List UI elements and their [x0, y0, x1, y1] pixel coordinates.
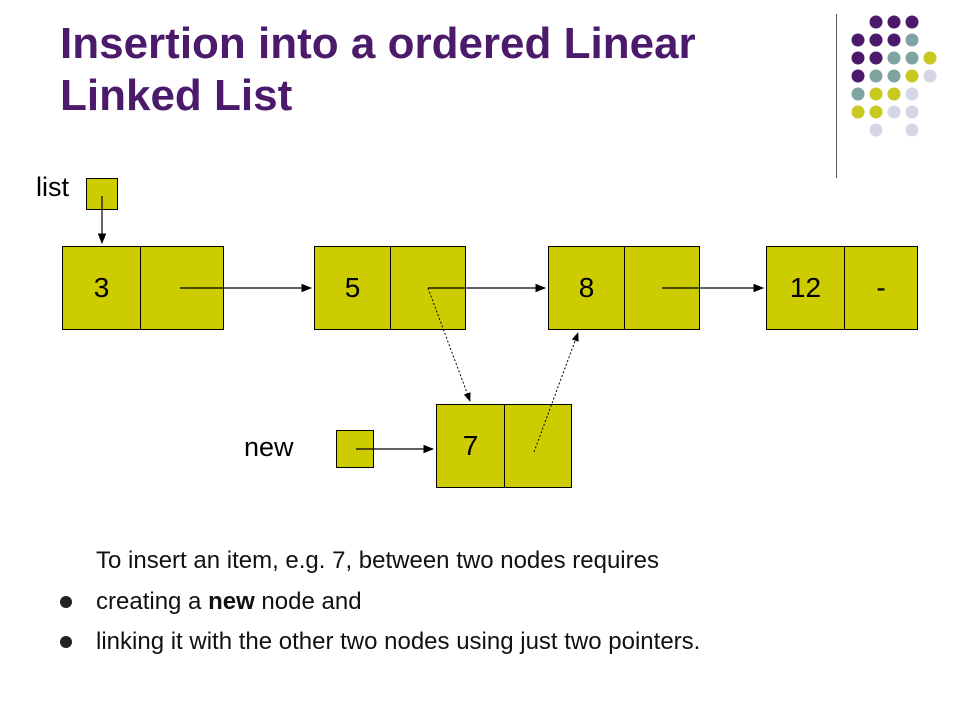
decorative-dot: [923, 51, 937, 65]
decorative-dot: [905, 123, 919, 137]
bullet-dot-icon: [60, 636, 72, 648]
node-pointer: [141, 247, 223, 329]
decorative-dot: [905, 51, 919, 65]
decorative-divider-line: [836, 14, 837, 178]
decorative-dot: [923, 69, 937, 83]
list-label: list: [36, 172, 69, 202]
decorative-dot: [887, 87, 901, 101]
bullet-text: creating a new node and: [96, 582, 362, 622]
slide-title: Insertion into a ordered Linear Linked L…: [60, 19, 696, 120]
node-value: 7: [437, 405, 505, 487]
decorative-dot: [851, 33, 865, 47]
bullet-item: creating a new node and: [60, 582, 940, 622]
decorative-dot: [905, 33, 919, 47]
bullet-text-part: creating a: [96, 588, 209, 615]
list-node-3: 3: [62, 246, 224, 330]
bullet-text: linking it with the other two nodes usin…: [96, 628, 701, 655]
decorative-dot: [905, 15, 919, 29]
new-node-7: 7: [436, 404, 572, 488]
decorative-dot: [905, 105, 919, 119]
decorative-dot: [887, 105, 901, 119]
decorative-dot: [869, 69, 883, 83]
new-label: new: [244, 432, 294, 462]
decorative-dot: [869, 15, 883, 29]
decorative-dot: [869, 123, 883, 137]
node-pointer: [505, 405, 571, 487]
bullet-dot-icon: [60, 596, 72, 608]
bullet-item: linking it with the other two nodes usin…: [60, 622, 940, 662]
list-node-8: 8: [548, 246, 700, 330]
bullet-bold-text: new: [208, 588, 255, 615]
list-head-pointer: [86, 178, 118, 210]
node-value: 8: [549, 247, 625, 329]
node-value: 12: [767, 247, 845, 329]
decorative-dot: [869, 33, 883, 47]
decorative-dot: [887, 33, 901, 47]
node-value: 3: [63, 247, 141, 329]
decorative-dot: [887, 69, 901, 83]
intro-text: To insert an item, e.g. 7, between two n…: [96, 547, 659, 574]
decorative-dot: [851, 51, 865, 65]
node-value: 5: [315, 247, 391, 329]
decorative-dot: [851, 69, 865, 83]
node-pointer: [625, 247, 699, 329]
slide-body: To insert an item, e.g. 7, between two n…: [60, 540, 940, 662]
decorative-dot: [869, 87, 883, 101]
decorative-dot: [905, 69, 919, 83]
list-node-12: 12 -: [766, 246, 918, 330]
bullet-text-part: node and: [254, 588, 362, 615]
decorative-dot: [905, 87, 919, 101]
decorative-dot: [869, 51, 883, 65]
new-pointer: [336, 430, 374, 468]
decorative-dot: [851, 105, 865, 119]
decorative-dot: [869, 105, 883, 119]
list-node-5: 5: [314, 246, 466, 330]
node-null-pointer: -: [876, 272, 886, 303]
decorative-dot: [851, 87, 865, 101]
node-pointer: [391, 247, 465, 329]
decorative-dot: [887, 15, 901, 29]
decorative-dot: [887, 51, 901, 65]
